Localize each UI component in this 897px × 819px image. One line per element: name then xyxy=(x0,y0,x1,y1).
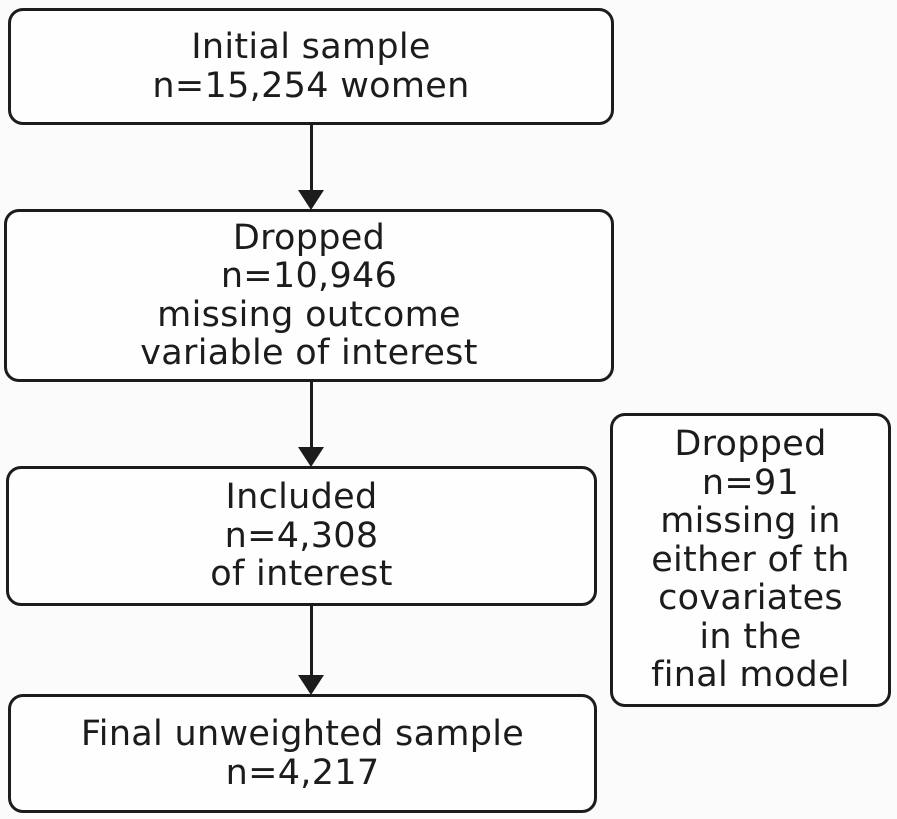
box-text-line: n=4,308 xyxy=(224,515,379,556)
flow-box-dropped-missing-covariates: Dropped n=91 missing in either of th cov… xyxy=(610,413,891,707)
flow-box-final-sample: Final unweighted sample n=4,217 xyxy=(8,694,597,813)
arrowhead-icon xyxy=(298,447,324,467)
box-text-line: final model xyxy=(651,655,850,696)
flow-box-dropped-missing-outcome: Dropped n=10,946 missing outcome variabl… xyxy=(4,209,614,382)
box-text-line: Dropped xyxy=(232,217,386,258)
box-text-line: Dropped xyxy=(674,424,827,465)
box-text-line: missing in xyxy=(660,501,841,542)
down-arrow-1 xyxy=(298,125,324,210)
flow-box-included-sample: Included n=4,308 of interest xyxy=(6,466,597,606)
box-text-line: missing outcome xyxy=(157,294,461,335)
arrow-shaft xyxy=(309,606,313,675)
arrow-shaft xyxy=(309,125,313,190)
box-text-line: covariates xyxy=(658,578,843,619)
box-text-line: n=91 xyxy=(701,462,800,503)
arrowhead-icon xyxy=(298,675,324,695)
arrowhead-icon xyxy=(298,190,324,210)
box-text-line: variable of interest xyxy=(140,333,478,373)
arrow-shaft xyxy=(309,382,313,447)
box-text-line: n=4,217 xyxy=(225,752,380,793)
box-text-line: n=15,254 women xyxy=(152,65,470,106)
flow-box-initial-sample: Initial sample n=15,254 women xyxy=(8,8,614,125)
box-text-line: Initial sample xyxy=(191,27,431,67)
box-text-line: of interest xyxy=(210,554,393,595)
box-text-line: Included xyxy=(225,477,378,518)
box-text-line: Final unweighted sample xyxy=(80,714,525,754)
box-text-line: either of th xyxy=(651,539,850,580)
box-text-line: in the xyxy=(699,616,802,657)
down-arrow-2 xyxy=(298,382,324,467)
box-text-line: n=10,946 xyxy=(220,256,398,296)
down-arrow-3 xyxy=(298,606,324,695)
